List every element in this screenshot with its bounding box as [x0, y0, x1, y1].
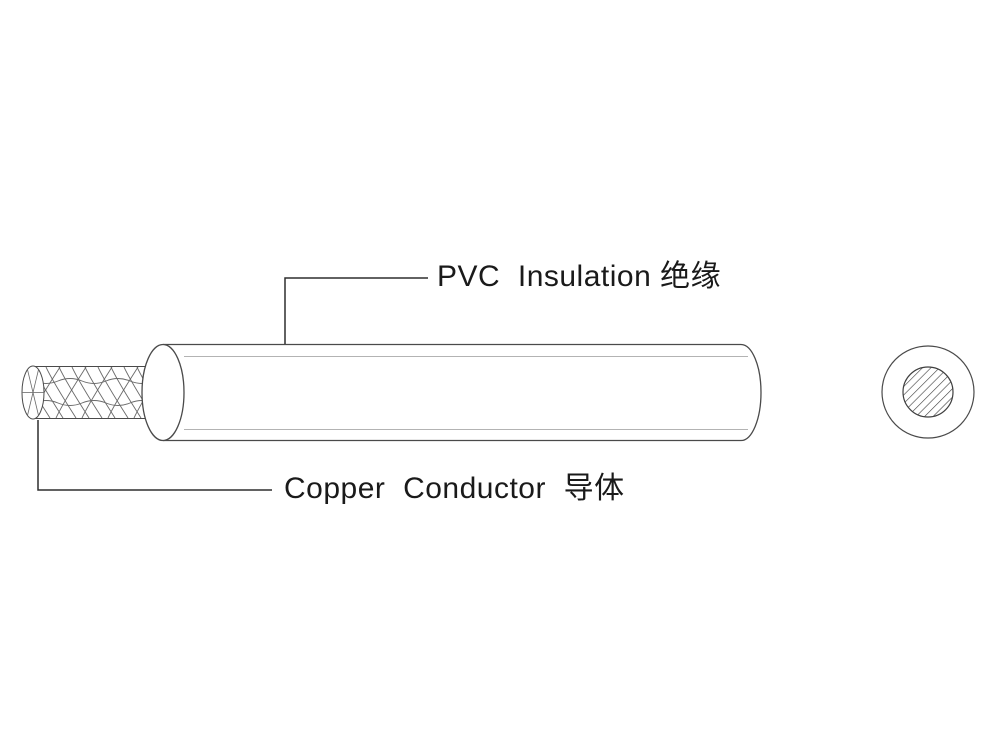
pvc-insulation-label: PVC Insulation 绝缘: [437, 260, 722, 293]
pvc-leader-line: [284, 277, 428, 344]
copper-leader-line: [37, 420, 272, 491]
strand-end-detail: [22, 369, 44, 416]
insulation-end-cap: [141, 343, 185, 442]
cross-section-conductor-core: [902, 366, 954, 418]
insulation-body-fill: [163, 344, 761, 441]
cross-section-drawing: [881, 345, 975, 439]
pvc-insulation-drawing: [141, 343, 762, 442]
copper-conductor-label: Copper Conductor 导体: [284, 472, 625, 505]
insulation-body-outline: [163, 343, 762, 442]
